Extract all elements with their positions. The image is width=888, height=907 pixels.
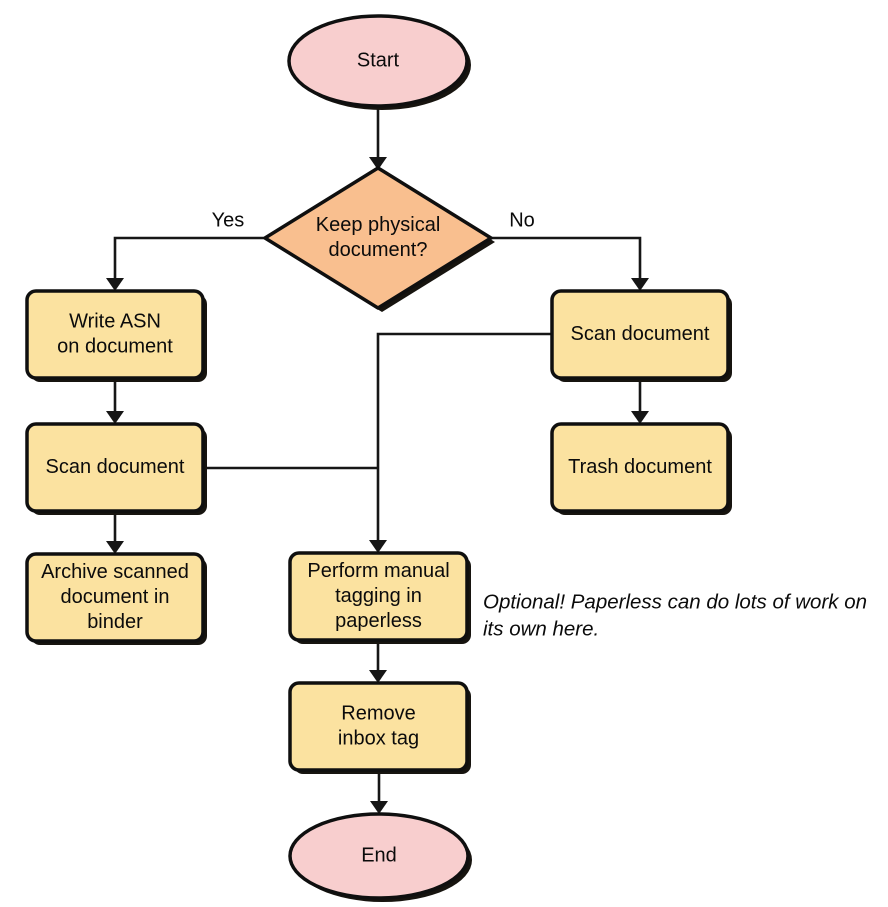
node-perform-manual-tagging[interactable]: Perform manual tagging in paperless — [288, 551, 471, 644]
node-trash-document[interactable]: Trash document — [550, 422, 732, 515]
annotation-optional-note: Optional! Paperless can do lots of work … — [483, 590, 867, 640]
node-label-start: Start — [357, 49, 400, 71]
edge-arrowhead-decision-yes-to-write-asn — [106, 278, 124, 291]
node-label-write-asn: on document — [57, 335, 173, 357]
node-label-end: End — [361, 844, 397, 866]
edge-arrowhead-remove-inbox-to-end — [370, 801, 388, 814]
node-write-asn[interactable]: Write ASN on document — [25, 289, 207, 382]
annotations-layer: Optional! Paperless can do lots of work … — [483, 590, 867, 640]
node-label-decision-keep-physical: Keep physical — [316, 214, 441, 236]
node-body-start[interactable] — [287, 14, 469, 108]
edge-arrowhead-manual-tagging-to-remove-inbox — [369, 670, 387, 683]
edge-label-decision-yes-to-write-asn: Yes — [212, 209, 245, 231]
node-label-trash-document: Trash document — [568, 456, 712, 478]
node-label-archive-scanned-document: binder — [87, 611, 143, 633]
node-label-perform-manual-tagging: tagging in — [335, 585, 422, 607]
edge-arrowhead-decision-no-to-scan-right — [631, 278, 649, 291]
annotation-line-optional-note: Optional! Paperless can do lots of work … — [483, 590, 867, 613]
edge-arrowhead-write-asn-to-scan-left — [106, 411, 124, 424]
node-scan-document-left[interactable]: Scan document — [25, 422, 207, 515]
node-body-remove-inbox-tag[interactable] — [288, 681, 469, 772]
edge-arrowhead-scan-right-to-trash — [631, 411, 649, 424]
node-label-remove-inbox-tag: Remove — [341, 702, 415, 724]
node-label-decision-keep-physical: document? — [329, 239, 428, 261]
annotation-line-optional-note: its own here. — [483, 617, 599, 640]
node-body-end[interactable] — [288, 812, 470, 900]
node-body-scan-document-right[interactable] — [550, 289, 730, 380]
node-body-archive-scanned-document[interactable] — [25, 552, 205, 643]
edge-scan-left-to-archive — [106, 511, 124, 554]
edge-write-asn-to-scan-left — [106, 378, 124, 424]
node-body-decision-keep-physical[interactable] — [263, 166, 493, 310]
edge-path-scan-right-to-manual-tagging — [376, 332, 552, 545]
edge-scan-right-to-manual-tagging — [369, 332, 552, 553]
node-body-write-asn[interactable] — [25, 289, 205, 380]
node-label-write-asn: Write ASN — [69, 310, 161, 332]
edge-path-decision-no-to-scan-right — [491, 236, 642, 283]
edge-decision-no-to-scan-right: No — [491, 209, 649, 291]
edge-arrowhead-scan-left-to-archive — [106, 541, 124, 554]
edge-start-to-decision — [369, 106, 387, 170]
node-decision-keep-physical[interactable]: Keep physical document? — [263, 166, 495, 312]
node-label-archive-scanned-document: Archive scanned — [41, 561, 189, 583]
node-body-perform-manual-tagging[interactable] — [288, 551, 469, 642]
node-end[interactable]: End — [288, 812, 472, 902]
node-remove-inbox-tag[interactable]: Remove inbox tag — [288, 681, 471, 774]
edge-manual-tagging-to-remove-inbox — [369, 640, 387, 683]
node-body-trash-document[interactable] — [550, 422, 730, 513]
edge-label-decision-no-to-scan-right: No — [509, 209, 535, 231]
edge-arrowhead-start-to-decision — [369, 157, 387, 170]
edge-path-decision-yes-to-write-asn — [113, 236, 265, 283]
edges-layer: Yes No — [106, 106, 649, 814]
edge-scan-right-to-trash — [631, 378, 649, 424]
node-label-archive-scanned-document: document in — [61, 586, 170, 608]
node-label-perform-manual-tagging: Perform manual — [307, 560, 449, 582]
node-body-scan-document-left[interactable] — [25, 422, 205, 513]
edge-arrowhead-scan-right-to-manual-tagging — [369, 540, 387, 553]
edge-remove-inbox-to-end — [370, 770, 388, 814]
edge-decision-yes-to-write-asn: Yes — [106, 209, 265, 291]
node-scan-document-right[interactable]: Scan document — [550, 289, 732, 382]
node-label-remove-inbox-tag: inbox tag — [338, 727, 419, 749]
node-label-scan-document-left: Scan document — [46, 456, 185, 478]
node-start[interactable]: Start — [287, 14, 471, 110]
node-label-perform-manual-tagging: paperless — [335, 610, 422, 632]
node-archive-scanned-document[interactable]: Archive scanned document in binder — [25, 552, 207, 645]
node-label-scan-document-right: Scan document — [571, 323, 710, 345]
